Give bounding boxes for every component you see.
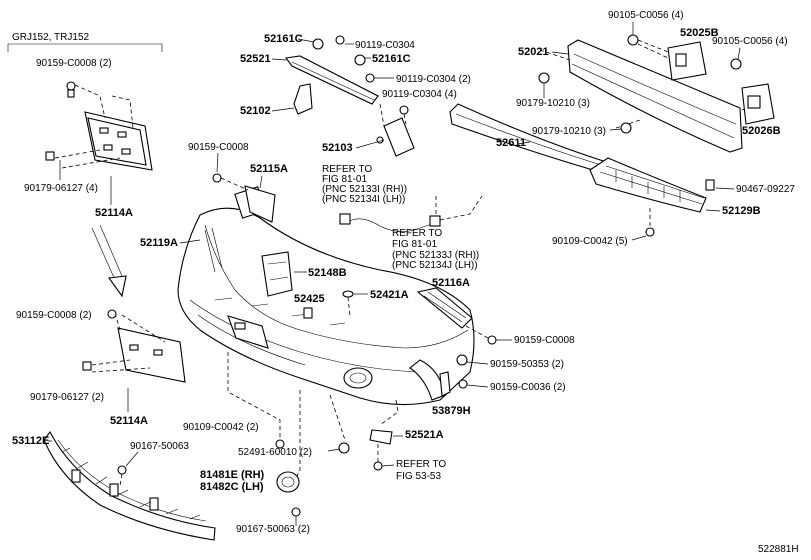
label-90467-09227: 90467-09227 (736, 184, 795, 195)
label-52425: 52425 (294, 293, 325, 305)
label-90119-c0304: 90119-C0304 (355, 40, 415, 51)
label-90159-c0008-right: 90159-C0008 (514, 335, 575, 346)
lower-support-52129b (589, 157, 715, 237)
ref1-line-2: FIG 81-01 (322, 174, 367, 185)
part-52521a (369, 429, 393, 471)
label-90167-50063: 90167-50063 (130, 441, 189, 452)
fog-lamp-cover (276, 471, 301, 517)
label-90119-c0304-2: 90119-C0304 (2) (396, 74, 471, 85)
fog-lamp-harness (339, 195, 483, 232)
label-52611: 52611 (496, 137, 526, 149)
ref-fig-81-01-i: REFER TO FIG 81-01 (PNC 52133I (RH)) (PN… (322, 164, 407, 205)
label-81482c: 81482C (LH) (200, 481, 264, 493)
bracket-52025b (627, 34, 707, 81)
label-53112e: 53112E (12, 435, 49, 447)
upper-retainer-52521 (285, 35, 379, 105)
label-90167-50063-2: 90167-50063 (2) (236, 524, 310, 535)
label-52521: 52521 (240, 53, 271, 65)
ref3-line-1: REFER TO (396, 459, 446, 470)
label-52161c-a: 52161C (264, 33, 303, 45)
label-52021: 52021 (518, 46, 549, 58)
label-52026b: 52026B (742, 125, 781, 137)
label-90159-c0036: 90159-C0036 (2) (490, 382, 566, 393)
label-52148b: 52148B (308, 267, 347, 279)
label-52103: 52103 (322, 142, 353, 154)
ref-fig-81-01-j: REFER TO FIG 81-01 (PNC 52133J (RH)) (PN… (392, 228, 479, 271)
part-52116a (416, 287, 497, 345)
license-bracket-top (45, 81, 153, 205)
figure-code: 522881H (758, 544, 799, 555)
label-90159-50353: 90159-50353 (2) (490, 359, 564, 370)
license-bracket-bottom (82, 309, 186, 412)
label-52521a: 52521A (405, 429, 444, 441)
label-90179-06127-bot: 90179-06127 (2) (30, 392, 104, 403)
lower-grille (43, 430, 216, 541)
label-52421a: 52421A (370, 289, 409, 301)
part-52421a (342, 290, 354, 317)
label-90119-c0304-4: 90119-C0304 (4) (382, 89, 457, 100)
ref-fig-53-53: REFER TO FIG 53-53 (381, 459, 446, 482)
nut-90179-10210-a (538, 72, 550, 84)
direction-arrow (91, 224, 127, 298)
label-52114a-bot: 52114A (110, 415, 148, 427)
label-52129b: 52129B (722, 205, 761, 217)
label-90179-10210-a: 90179-10210 (3) (516, 98, 590, 109)
label-90109-c0042-5: 90109-C0042 (5) (552, 236, 628, 247)
nut-90179-10210-b (620, 122, 632, 134)
label-90159-c0008-bot: 90159-C0008 (2) (16, 310, 92, 321)
ref2-line-3: (PNC 52133J (RH)) (392, 250, 479, 261)
label-52116a: 52116A (432, 277, 470, 289)
ref2-line-2: FIG 81-01 (392, 239, 437, 250)
part-52425 (303, 307, 313, 319)
ref2-line-1: REFER TO (392, 228, 442, 239)
bracket-52148b (261, 251, 293, 297)
part-53879h (439, 371, 468, 397)
ref2-line-4: (PNC 52134J (LH)) (392, 260, 478, 271)
bracket-52102 (293, 83, 313, 115)
applicability-bracket: GRJ152, TRJ152 (7, 32, 163, 52)
label-90159-c0008-mid: 90159-C0008 (188, 142, 249, 153)
bracket-52026b (741, 83, 775, 125)
bolt-90105-c0056-b (730, 58, 742, 70)
label-90109-c0042-2: 90109-C0042 (2) (183, 422, 259, 433)
label-90105-c0056-a: 90105-C0056 (4) (608, 10, 684, 21)
label-90159-c0008-top: 90159-C0008 (2) (36, 58, 112, 69)
bolt-90109-c0042-2 (275, 439, 285, 449)
applicability-label: GRJ152, TRJ152 (12, 32, 90, 43)
label-90179-10210-b: 90179-10210 (3) (532, 126, 606, 137)
ref1-line-3: (PNC 52133I (RH)) (322, 184, 407, 195)
bracket-52103 (376, 103, 415, 157)
label-52102: 52102 (240, 105, 271, 117)
label-81481e: 81481E (RH) (200, 469, 265, 481)
label-52025b: 52025B (680, 27, 719, 39)
ref1-line-4: (PNC 52134I (LH)) (322, 194, 405, 205)
ref3-line-2: FIG 53-53 (396, 471, 441, 482)
label-52161c-b: 52161C (372, 53, 411, 65)
clip-52491-60010 (338, 442, 350, 454)
screw-90159-50353 (456, 354, 468, 366)
label-52119a: 52119A (140, 237, 178, 249)
label-52115a: 52115A (250, 163, 288, 175)
label-52114a-top: 52114A (95, 207, 133, 219)
label-52491-60010: 52491-60010 (2) (238, 447, 312, 458)
label-90105-c0056-b: 90105-C0056 (4) (712, 36, 788, 47)
bumper-reinforcement (539, 39, 771, 153)
label-90179-06127-top: 90179-06127 (4) (24, 183, 98, 194)
ref1-line-1: REFER TO (322, 164, 372, 175)
side-retainer-52115a (212, 173, 276, 223)
label-53879h: 53879H (432, 405, 471, 417)
